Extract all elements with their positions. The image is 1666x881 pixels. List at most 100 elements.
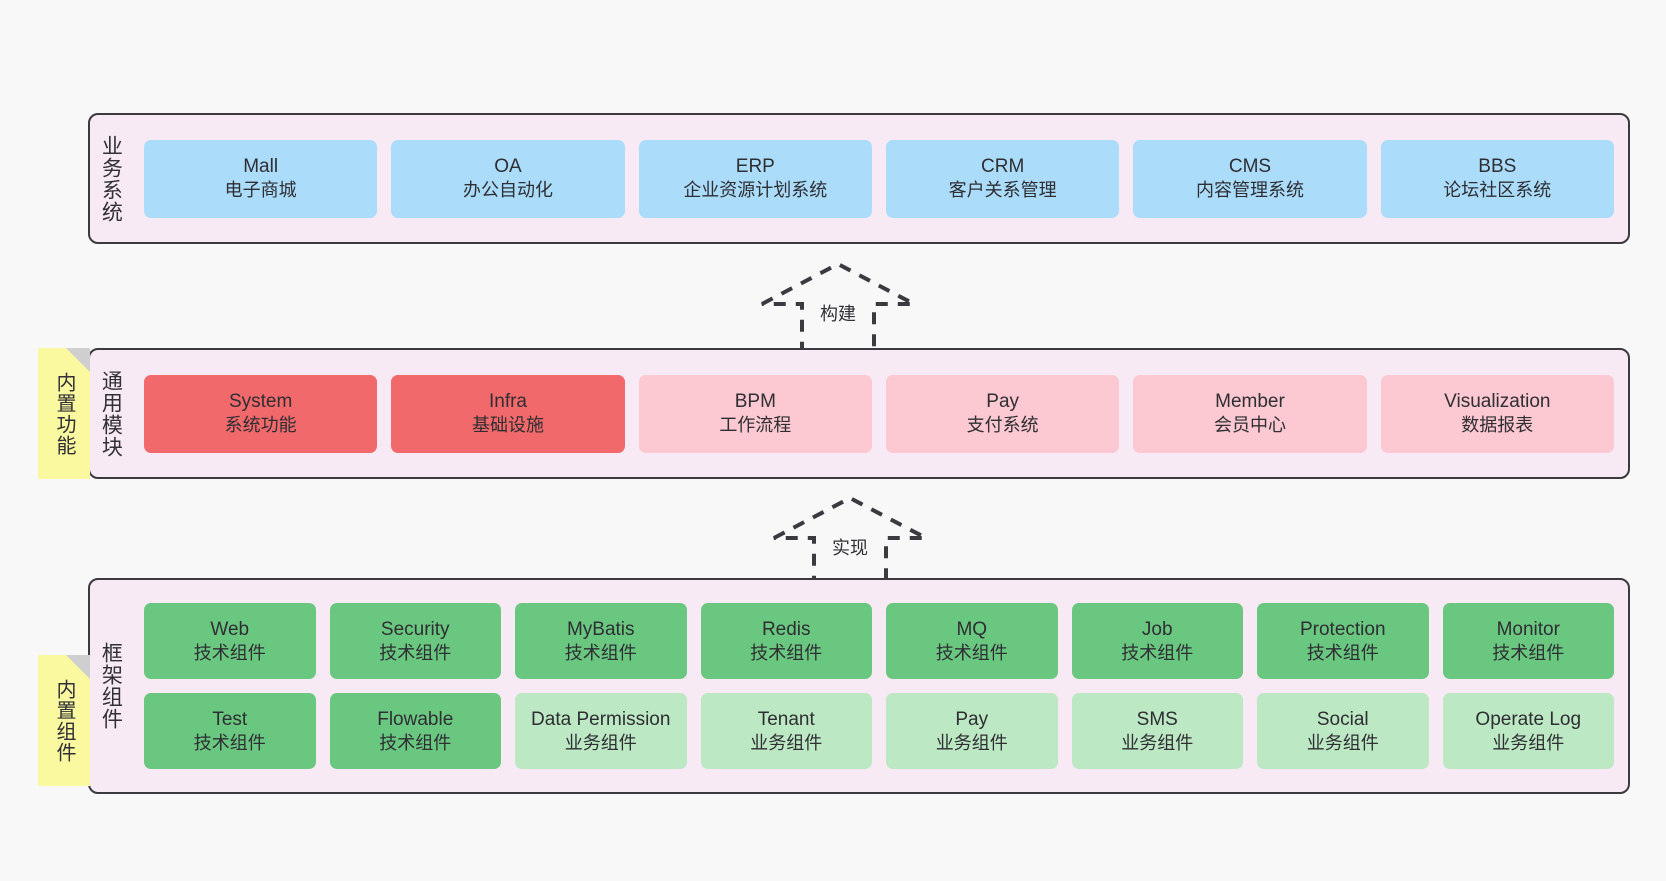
- card-member[interactable]: Member 会员中心: [1133, 374, 1367, 453]
- card-pay-component-name: Pay: [955, 708, 989, 730]
- card-operate-log-name: Operate Log: [1475, 708, 1582, 730]
- card-protection-name: Protection: [1299, 618, 1386, 640]
- card-member-name: Member: [1215, 391, 1285, 413]
- card-social-name: Social: [1316, 708, 1369, 730]
- card-mall[interactable]: Mall 电子商城: [144, 139, 378, 218]
- card-tenant-name: Tenant: [757, 708, 815, 730]
- layer-framework-components: 框架组件 Web 技术组件 Security 技术组件 MyBatis 技术组件…: [88, 578, 1630, 794]
- layer-business-systems-title: 业务系统: [99, 134, 123, 223]
- arrow-implement: 实现: [770, 492, 930, 592]
- card-erp-desc: 企业资源计划系统: [683, 180, 828, 201]
- card-web-name: Web: [210, 618, 250, 640]
- card-security[interactable]: Security 技术组件: [329, 603, 501, 679]
- note-builtin-components-label: 内置组件: [53, 678, 75, 763]
- card-flowable[interactable]: Flowable 技术组件: [329, 693, 501, 769]
- card-web[interactable]: Web 技术组件: [144, 603, 316, 679]
- card-system[interactable]: System 系统功能: [144, 374, 378, 453]
- arrow-build: 构建: [758, 258, 918, 358]
- note-builtin-features[interactable]: 内置功能: [38, 348, 90, 479]
- card-system-desc: 系统功能: [224, 415, 297, 436]
- card-data-permission[interactable]: Data Permission 业务组件: [515, 693, 687, 769]
- card-infra-desc: 基础设施: [471, 415, 544, 436]
- layer-business-systems: 业务系统 Mall 电子商城 OA 办公自动化 ERP 企业资源计划系统 CRM: [88, 113, 1630, 244]
- layer-business-systems-body: Mall 电子商城 OA 办公自动化 ERP 企业资源计划系统 CRM 客户关系…: [130, 115, 1628, 242]
- card-test[interactable]: Test 技术组件: [144, 693, 316, 769]
- card-operate-log-desc: 业务组件: [1492, 732, 1565, 753]
- card-web-desc: 技术组件: [193, 642, 266, 663]
- card-flowable-desc: 技术组件: [379, 732, 452, 753]
- card-cms[interactable]: CMS 内容管理系统: [1133, 139, 1367, 218]
- card-monitor[interactable]: Monitor 技术组件: [1442, 603, 1614, 679]
- card-job[interactable]: Job 技术组件: [1071, 603, 1243, 679]
- card-data-permission-name: Data Permission: [531, 708, 671, 730]
- card-sms-desc: 业务组件: [1121, 732, 1194, 753]
- card-test-desc: 技术组件: [193, 732, 266, 753]
- card-flowable-name: Flowable: [377, 708, 454, 730]
- note-builtin-components[interactable]: 内置组件: [38, 655, 90, 786]
- card-operate-log[interactable]: Operate Log 业务组件: [1442, 693, 1614, 769]
- layer-common-modules: 通用模块 System 系统功能 Infra 基础设施 BPM 工作流程 Pay: [88, 348, 1630, 479]
- card-mybatis-name: MyBatis: [566, 618, 635, 640]
- card-security-desc: 技术组件: [379, 642, 452, 663]
- card-job-desc: 技术组件: [1121, 642, 1194, 663]
- card-social[interactable]: Social 业务组件: [1257, 693, 1429, 769]
- card-system-name: System: [228, 391, 293, 413]
- layer-framework-components-title: 框架组件: [99, 642, 123, 730]
- card-infra[interactable]: Infra 基础设施: [391, 374, 625, 453]
- card-test-name: Test: [212, 708, 248, 730]
- card-mq-desc: 技术组件: [935, 642, 1008, 663]
- card-erp[interactable]: ERP 企业资源计划系统: [638, 139, 872, 218]
- card-pay-component[interactable]: Pay 业务组件: [886, 693, 1058, 769]
- note-builtin-features-label: 内置功能: [53, 371, 75, 456]
- card-monitor-name: Monitor: [1496, 618, 1560, 640]
- card-cms-desc: 内容管理系统: [1195, 180, 1304, 201]
- card-mall-desc: 电子商城: [224, 180, 297, 201]
- card-mybatis[interactable]: MyBatis 技术组件: [515, 603, 687, 679]
- card-redis[interactable]: Redis 技术组件: [700, 603, 872, 679]
- card-social-desc: 业务组件: [1306, 732, 1379, 753]
- framework-row-business: Test 技术组件 Flowable 技术组件 Data Permission …: [144, 693, 1614, 769]
- card-member-desc: 会员中心: [1213, 415, 1286, 436]
- framework-row-technical: Web 技术组件 Security 技术组件 MyBatis 技术组件 Redi…: [144, 603, 1614, 679]
- card-oa[interactable]: OA 办公自动化: [391, 139, 625, 218]
- card-oa-name: OA: [494, 156, 522, 178]
- card-pay-module[interactable]: Pay 支付系统: [885, 374, 1120, 453]
- card-bpm[interactable]: BPM 工作流程: [638, 374, 872, 453]
- card-data-permission-desc: 业务组件: [564, 732, 637, 753]
- card-bbs-name: BBS: [1478, 156, 1517, 178]
- card-bbs-desc: 论坛社区系统: [1443, 180, 1552, 201]
- card-infra-name: Infra: [488, 391, 527, 413]
- card-redis-desc: 技术组件: [750, 642, 823, 663]
- card-redis-name: Redis: [761, 618, 811, 640]
- layer-common-modules-title: 通用模块: [99, 369, 123, 458]
- card-mq[interactable]: MQ 技术组件: [886, 603, 1058, 679]
- card-visualization-desc: 数据报表: [1461, 415, 1534, 436]
- card-tenant-desc: 业务组件: [750, 732, 823, 753]
- card-mybatis-desc: 技术组件: [564, 642, 637, 663]
- business-card-list: Mall 电子商城 OA 办公自动化 ERP 企业资源计划系统 CRM 客户关系…: [144, 139, 1614, 218]
- card-visualization-name: Visualization: [1444, 391, 1551, 413]
- card-crm-name: CRM: [981, 156, 1025, 178]
- card-monitor-desc: 技术组件: [1492, 642, 1565, 663]
- card-crm[interactable]: CRM 客户关系管理: [885, 139, 1120, 218]
- card-bbs[interactable]: BBS 论坛社区系统: [1380, 139, 1614, 218]
- card-bpm-name: BPM: [734, 391, 776, 413]
- card-tenant[interactable]: Tenant 业务组件: [700, 693, 872, 769]
- note-fold-corner-icon: [66, 655, 90, 679]
- layer-framework-components-body: Web 技术组件 Security 技术组件 MyBatis 技术组件 Redi…: [130, 580, 1628, 792]
- arrow-implement-shape: [773, 495, 927, 588]
- card-pay-module-desc: 支付系统: [966, 415, 1039, 436]
- card-security-name: Security: [380, 618, 450, 640]
- card-mall-name: Mall: [243, 156, 279, 178]
- card-cms-name: CMS: [1228, 156, 1272, 178]
- card-erp-name: ERP: [735, 156, 775, 178]
- card-bpm-desc: 工作流程: [719, 415, 792, 436]
- card-job-name: Job: [1141, 618, 1173, 640]
- card-visualization[interactable]: Visualization 数据报表: [1380, 374, 1614, 453]
- card-sms[interactable]: SMS 业务组件: [1071, 693, 1243, 769]
- arrow-build-shape: [761, 261, 915, 354]
- card-protection[interactable]: Protection 技术组件: [1257, 603, 1429, 679]
- card-protection-desc: 技术组件: [1306, 642, 1379, 663]
- note-fold-corner-icon: [66, 348, 90, 372]
- layer-common-modules-body: System 系统功能 Infra 基础设施 BPM 工作流程 Pay 支付系统…: [130, 350, 1628, 477]
